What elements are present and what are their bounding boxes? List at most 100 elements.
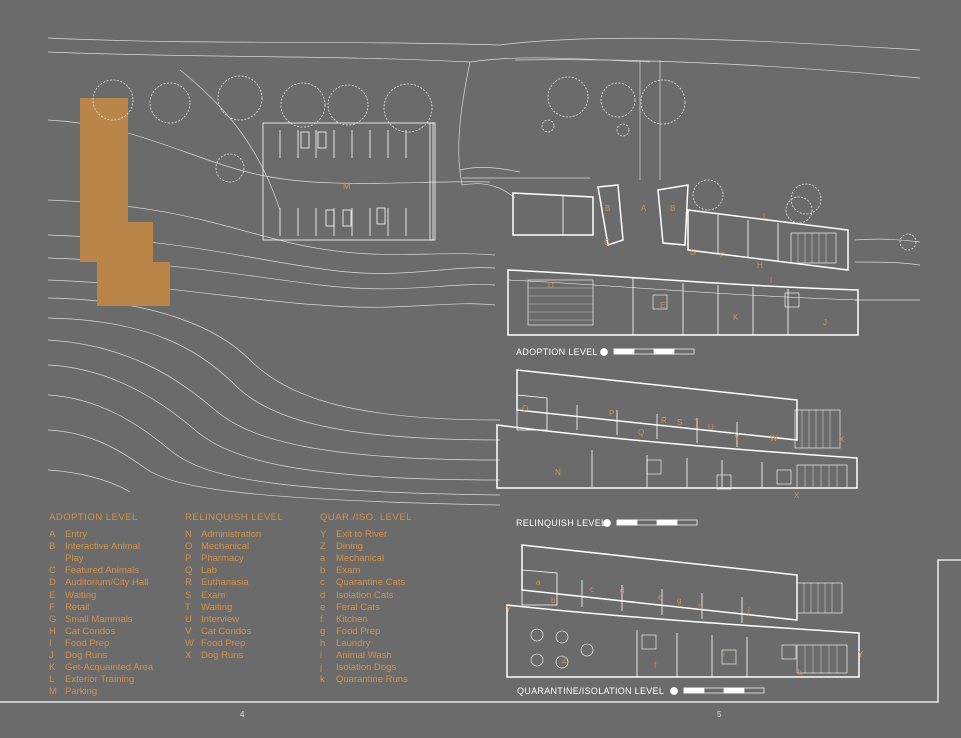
legend-text: Quarantine Runs (336, 674, 408, 686)
legend-text: Dining (336, 541, 363, 553)
legend-key: M (49, 686, 57, 698)
legend-key: h (320, 637, 326, 649)
room-tag: W (770, 434, 778, 443)
legend-key: C (49, 565, 56, 577)
page-number-left: 4 (240, 710, 245, 719)
legend-key: G (49, 613, 57, 625)
legend-key: k (320, 674, 325, 686)
legend-text: Administration (201, 529, 262, 541)
legend-key: K (49, 662, 56, 674)
legend-key: D (49, 577, 56, 589)
legend-text: Food Prep (65, 637, 110, 649)
legend-text: Featured Animals (65, 565, 139, 577)
room-tag: f (654, 661, 657, 670)
legend-text: Interactive Animal (65, 541, 140, 553)
legend-text: Pharmacy (201, 553, 244, 565)
legend-text: Waiting (201, 601, 233, 613)
legend-key: X (185, 650, 192, 662)
legend-key: H (49, 625, 56, 637)
legend-key: W (185, 637, 194, 649)
legend-key: S (185, 589, 192, 601)
legend-text: Food Prep (336, 625, 381, 637)
room-tag: B (670, 204, 675, 213)
legend-item: C Featured Animals (49, 565, 153, 577)
legend-text: Exam (201, 589, 226, 601)
legend-text: Isolation Dogs (336, 662, 397, 674)
quarantine-level-plan (506, 544, 860, 678)
legend-text: Parking (65, 686, 98, 698)
room-tag: S (677, 418, 682, 427)
legend-key: R (185, 577, 192, 589)
legend-text: Dog Runs (65, 650, 108, 662)
legend-key: b (320, 565, 326, 577)
room-tag: I (770, 276, 772, 285)
legend-text: Isolation Cats (336, 589, 394, 601)
parking-lot (262, 122, 436, 241)
room-tag: i (723, 650, 725, 659)
room-tag: Z (562, 656, 567, 665)
legend-item: H Cat Condos (49, 626, 153, 638)
room-tag: X (839, 435, 845, 444)
room-tag: K (733, 313, 739, 322)
room-tag: Q (638, 428, 644, 437)
legend-item: P Pharmacy (185, 553, 283, 565)
legend-key: J (49, 650, 54, 662)
room-tag: J (823, 318, 827, 327)
adoption-level-label: ADOPTION LEVEL (516, 347, 598, 357)
legend-text: Small Mammals (65, 613, 133, 625)
legend-text: Lab (201, 565, 217, 577)
legend-key: j (320, 662, 323, 674)
legend-key: P (185, 553, 192, 565)
legend-title: ADOPTION LEVEL (49, 512, 138, 523)
room-tag: d (620, 586, 624, 595)
legend-text: Get-Acquainted Area (65, 662, 154, 674)
quarantine-level-label: QUARANTINE/ISOLATION LEVEL (517, 686, 665, 696)
legend-key: Y (320, 529, 327, 541)
legend-key: E (49, 589, 56, 601)
room-tag: k (798, 668, 803, 677)
room-tag: T (694, 418, 699, 427)
site-plan (47, 37, 921, 506)
legend-key (49, 553, 65, 565)
legend-item: k Quarantine Runs (320, 674, 412, 686)
legend-key: B (49, 541, 56, 553)
legend-text: Quarantine Cats (336, 577, 406, 589)
legend-text: Food Prep (201, 637, 246, 649)
room-tag: D (548, 281, 554, 290)
legend-key: d (320, 589, 326, 601)
room-tag: C (604, 238, 610, 247)
room-tag: X (794, 491, 800, 500)
room-tag: e (658, 593, 663, 602)
room-tag: U (708, 423, 714, 432)
legend-item: B Interactive Animal (49, 541, 153, 553)
legend-item: d Isolation Cats (320, 590, 412, 602)
legend-item: Play (49, 553, 153, 565)
room-tag: F (720, 251, 725, 260)
legend-key: F (49, 601, 55, 613)
legend-text: Interview (201, 613, 240, 625)
room-tag: R (661, 416, 667, 425)
legend-text: Cat Condos (65, 625, 116, 637)
room-tag: G (690, 248, 696, 257)
room-tag: Y (506, 605, 512, 614)
adoption-level-plan (507, 184, 859, 336)
legend-item: G Small Mammals (49, 614, 153, 626)
page-frame (0, 559, 961, 703)
legend-item: J Dog Runs (49, 650, 153, 662)
